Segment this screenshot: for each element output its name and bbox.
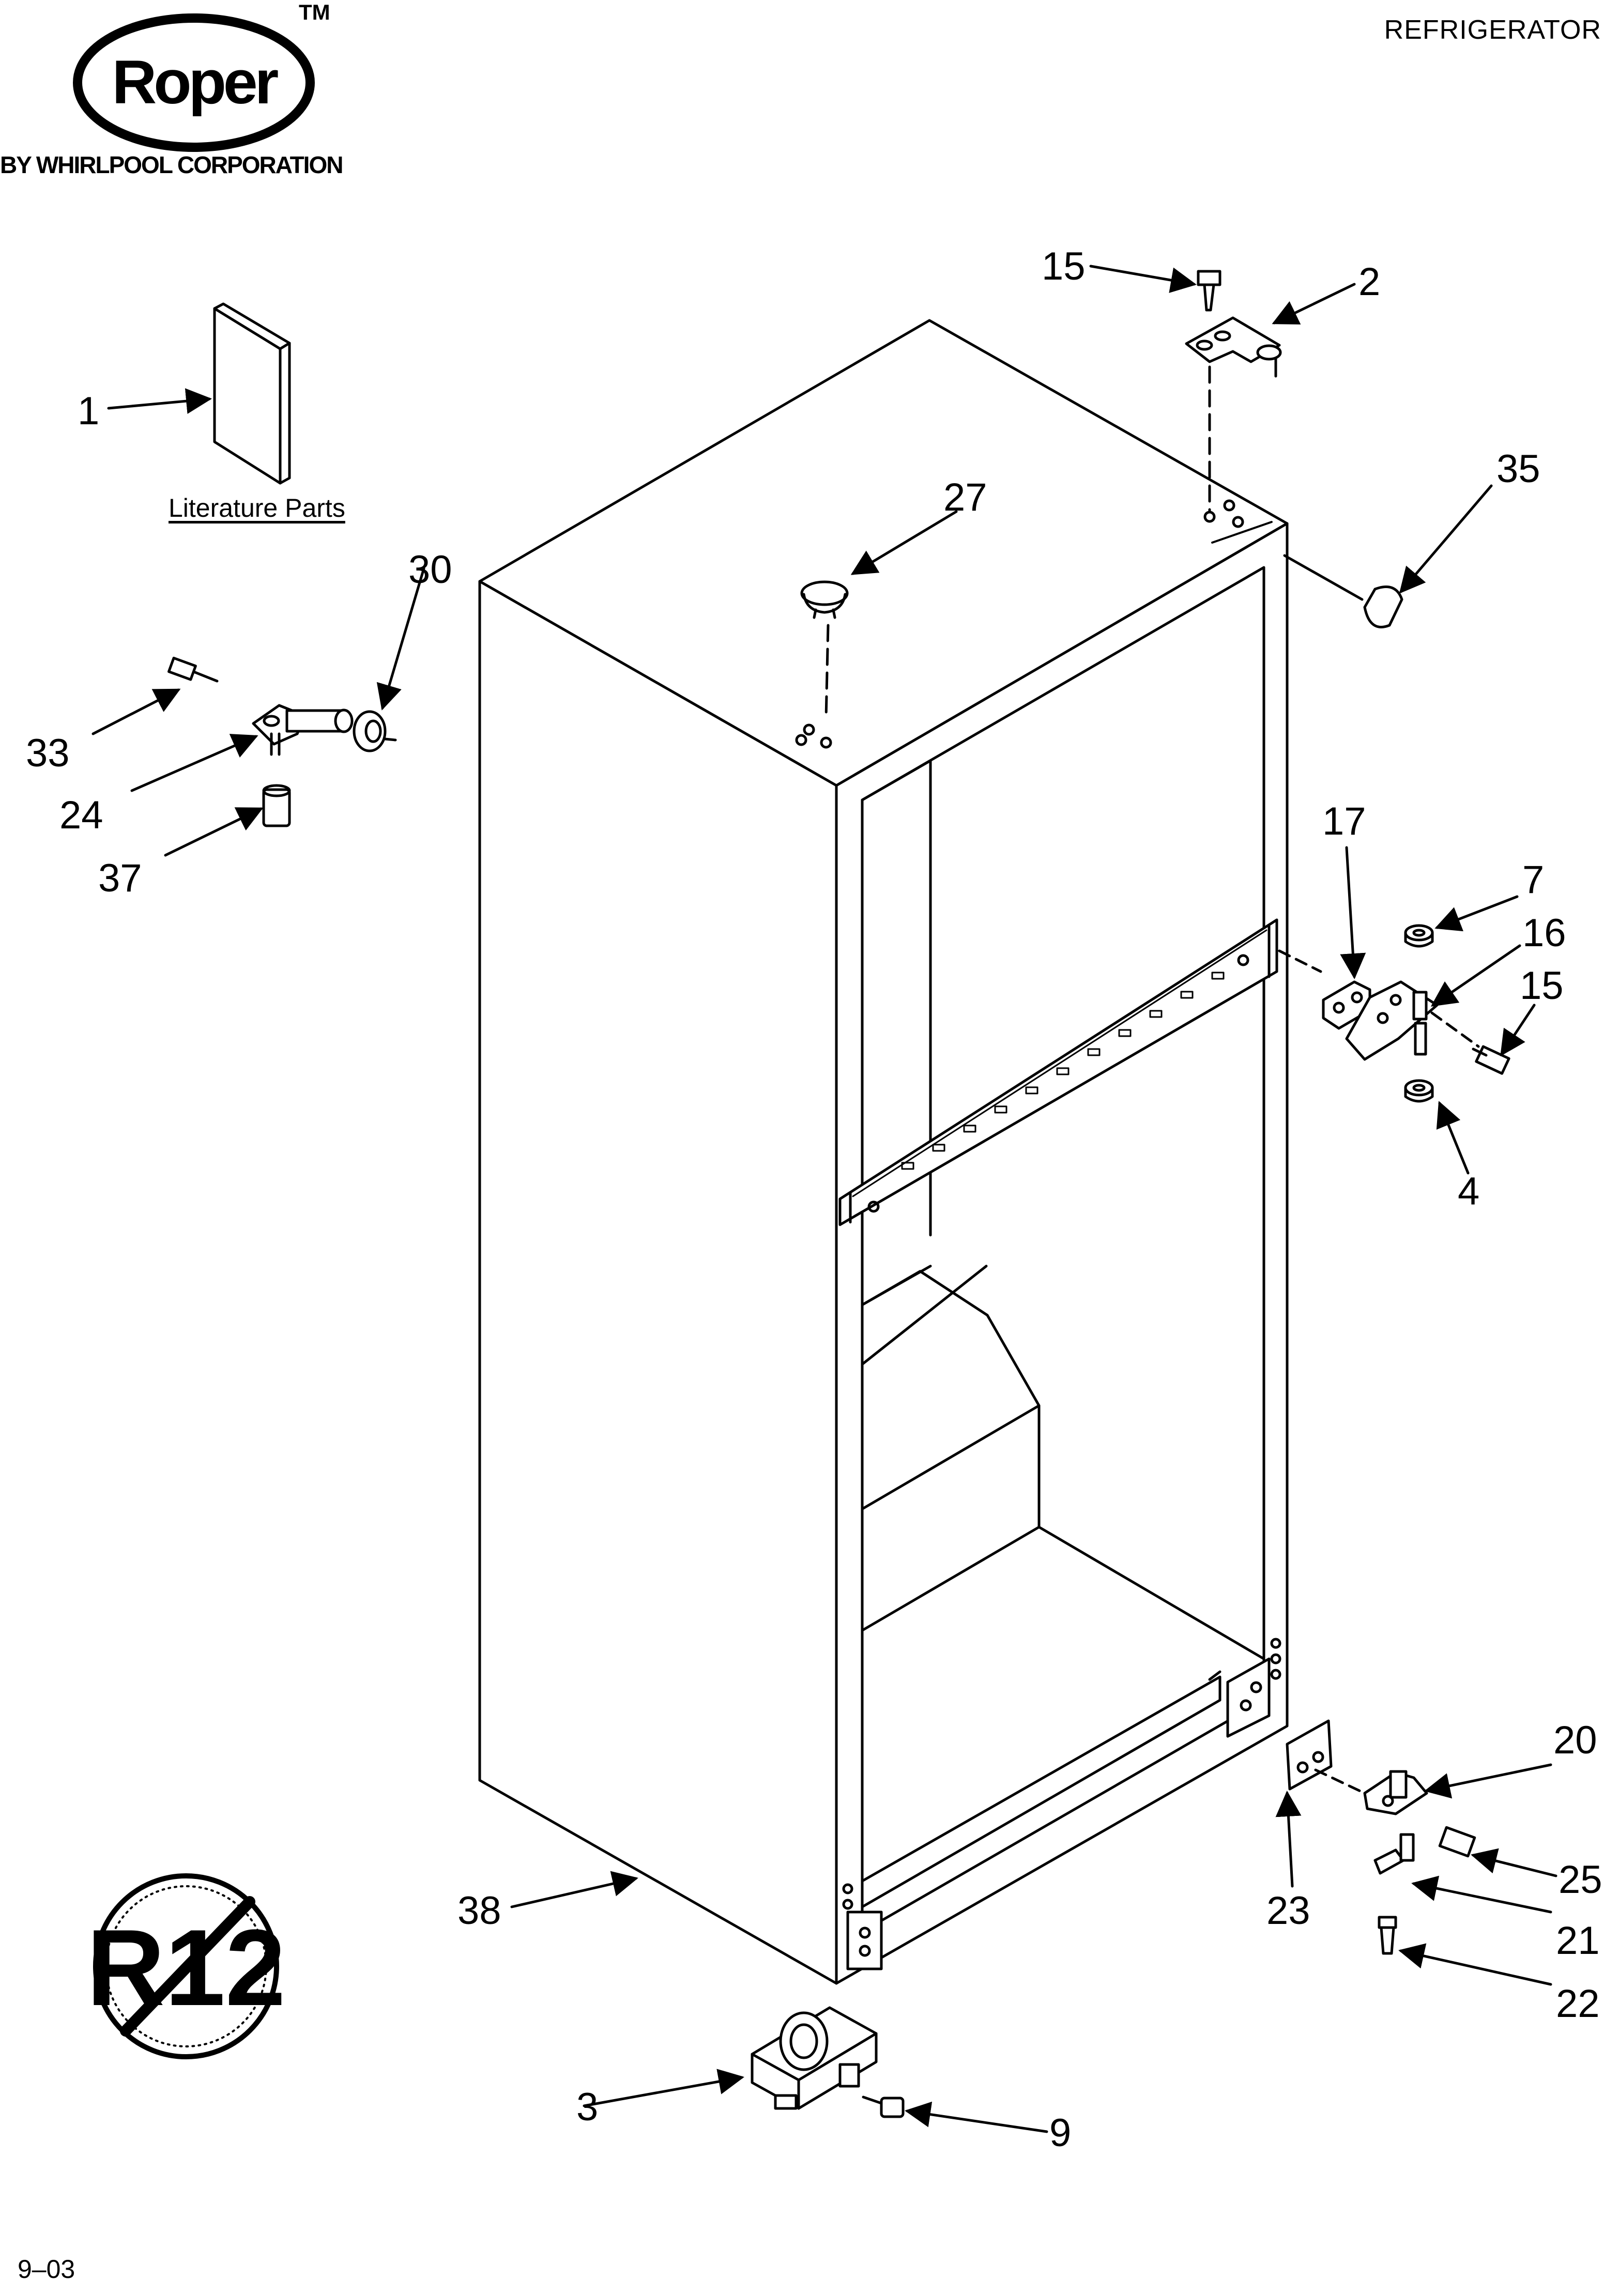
callout-2: 2 (1358, 260, 1381, 304)
callout-22: 22 (1556, 1982, 1600, 2026)
callout-25: 25 (1559, 1858, 1602, 1902)
brand-byline: BY WHIRLPOOL CORPORATION (0, 151, 343, 178)
refrigerator-cabinet (478, 319, 1289, 1985)
callout-9: 9 (1049, 2111, 1072, 2155)
svg-text:Roper: Roper (112, 48, 278, 117)
callout-15-middle: 15 (1520, 964, 1564, 1008)
callout-7: 7 (1522, 858, 1545, 902)
literature-book (213, 302, 291, 485)
callout-23: 23 (1266, 1889, 1310, 1933)
callout-33: 33 (26, 731, 70, 775)
callout-20: 20 (1553, 1718, 1597, 1762)
part-27-plug (800, 580, 849, 720)
callout-21: 21 (1556, 1919, 1600, 1963)
callout-15-top: 15 (1042, 244, 1086, 288)
roper-logo: Roper (73, 13, 315, 152)
literature-parts-label: Literature Parts (169, 494, 345, 522)
callout-30: 30 (408, 548, 452, 592)
part-2-top-hinge (1185, 270, 1282, 513)
part-3-roller-assembly (751, 2006, 905, 2118)
callout-38: 38 (457, 1889, 501, 1933)
callout-27: 27 (943, 475, 987, 519)
part-24-hinge-pin-assembly (167, 656, 397, 827)
part-16-center-hinge (1278, 924, 1510, 1103)
revision-date: 9–03 (18, 2255, 75, 2284)
part-35-hinge-cap (1363, 585, 1403, 628)
callout-37: 37 (98, 856, 142, 900)
no-r12-symbol: R12 (86, 1873, 286, 2059)
callout-35: 35 (1496, 447, 1540, 491)
callout-4: 4 (1458, 1169, 1480, 1213)
appliance-category: REFRIGERATOR (1384, 15, 1601, 45)
callout-16: 16 (1522, 911, 1566, 955)
part-20-bottom-hinge (1286, 1719, 1476, 1955)
trademark-mark: TM (299, 0, 330, 24)
callout-leaders (91, 265, 1557, 2133)
callout-24: 24 (59, 793, 103, 837)
callout-17: 17 (1322, 799, 1366, 843)
callout-1: 1 (78, 389, 100, 433)
callout-3: 3 (576, 2085, 599, 2129)
